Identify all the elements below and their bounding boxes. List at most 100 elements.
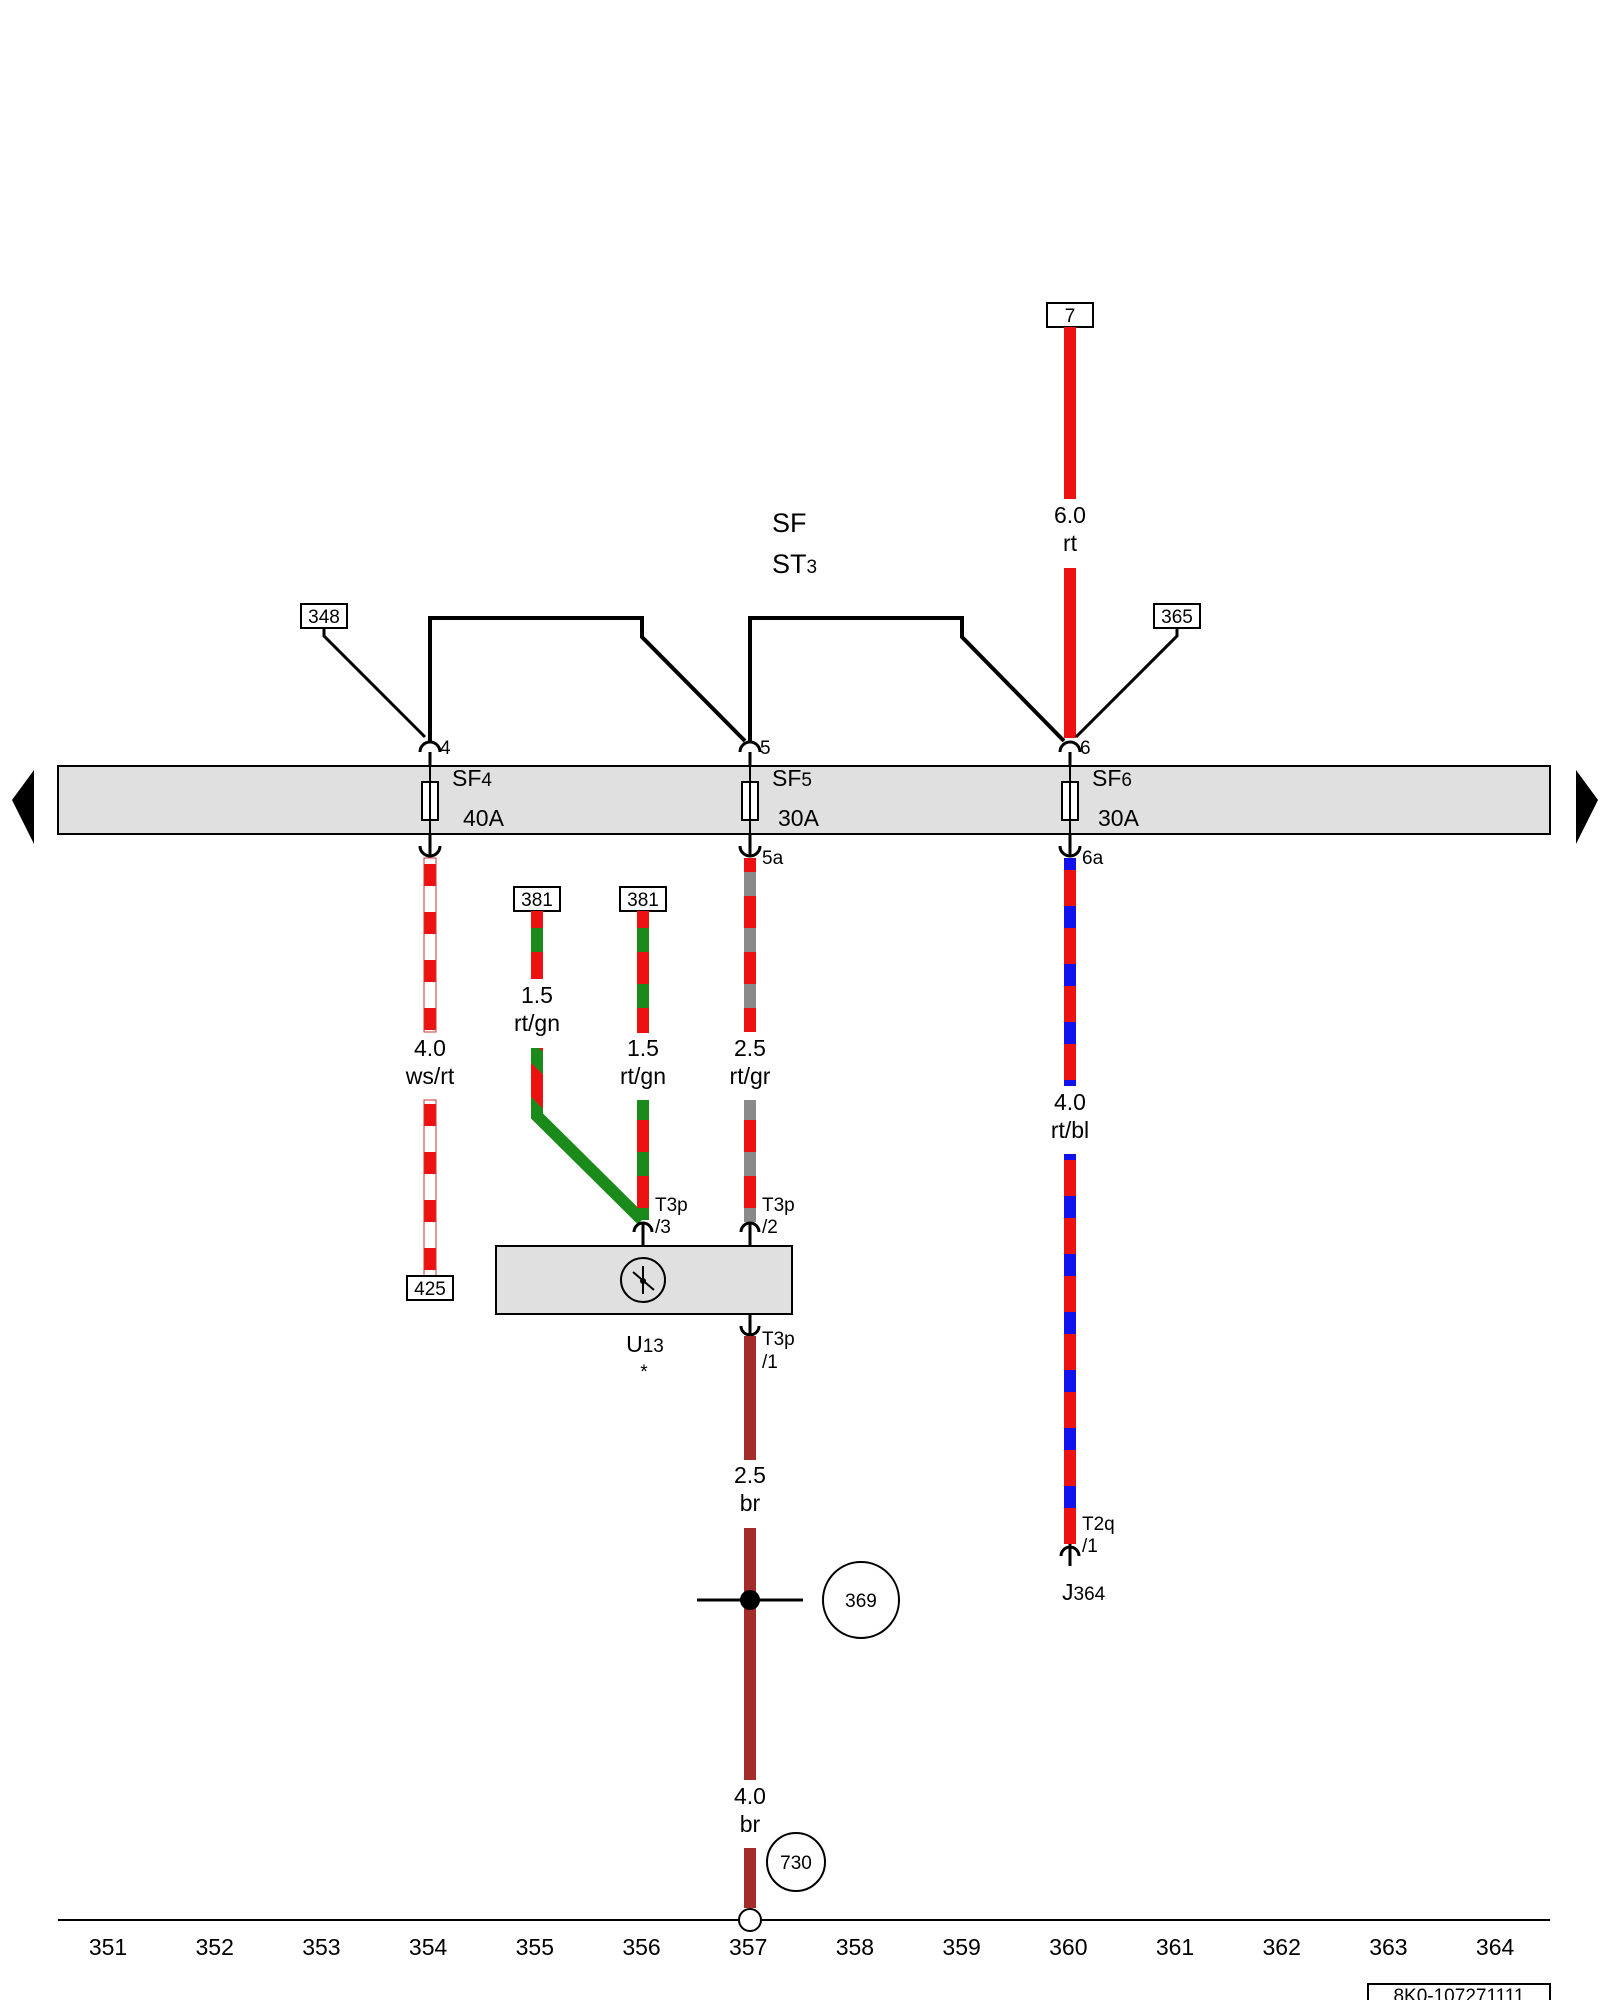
wire-rt-sf6-input-lower (1064, 568, 1076, 738)
wire-size-label: 2.5 (734, 1462, 766, 1488)
column-number-label: 362 (1263, 1934, 1301, 1960)
wire-size-label: 4.0 (414, 1035, 446, 1061)
fuse-rating: 30A (778, 805, 820, 831)
wire-color-label: rt/gr (730, 1063, 771, 1089)
group-label-st: ST3 (772, 549, 817, 579)
wire-color-label: ws/rt (405, 1063, 455, 1089)
wire-br-middle (744, 1528, 756, 1780)
fuse-name: SF4 (452, 765, 492, 791)
fuse-pin-out-label: 5a (762, 848, 784, 869)
pin-arc-icon (738, 740, 762, 753)
ref-box-381-right (619, 886, 667, 912)
fuse-panel (57, 765, 1551, 835)
socket-symbol-icon (620, 1257, 666, 1303)
wire-color-label: rt/gn (620, 1063, 666, 1089)
component-j364-label: J364 (1062, 1579, 1106, 1605)
connector-pin-label: /3 (655, 1217, 671, 1238)
group-label-sf: SF (772, 508, 807, 538)
splice-dot (740, 1590, 760, 1610)
bridge-line-sf4-sf5 (428, 616, 747, 743)
column-number-label: 353 (302, 1934, 340, 1960)
fuse-sf5: 5 5a SF5 30A (738, 738, 820, 869)
fuse-sf6: 6 6a SF6 30A (1058, 738, 1140, 869)
wire-ws-rt-upper (423, 857, 437, 1033)
wire-color-label: rt/gn (514, 1010, 560, 1036)
wire-size-label: 4.0 (1054, 1089, 1086, 1115)
ref-label-381-right: 381 (627, 890, 659, 911)
ref-label-365: 365 (1161, 607, 1193, 628)
ref-circle-369 (822, 1561, 900, 1639)
connector-label: T3p (762, 1195, 795, 1216)
doc-id-label: 8K0-107271111 (1393, 1986, 1524, 2000)
wire-rt-gr-upper (744, 858, 756, 1032)
wire-rt-sf6-input-upper (1064, 327, 1076, 499)
wire-br-lower (744, 1848, 756, 1908)
panel-right-arrow (1576, 770, 1598, 844)
wire-br-upper (744, 1336, 756, 1460)
column-number-label: 360 (1049, 1934, 1087, 1960)
wire-rt-gn-left-top (531, 911, 543, 979)
ground-terminal (738, 1908, 762, 1932)
wire-rt-bl-lower (1064, 1154, 1076, 1544)
column-number-label: 361 (1156, 1934, 1194, 1960)
column-number-label: 357 (729, 1934, 767, 1960)
connector-label: T3p (762, 1329, 795, 1350)
wire-size-label: 4.0 (734, 1783, 766, 1809)
panel-left-arrow (12, 770, 34, 844)
feed-line-365-sf6 (1074, 628, 1179, 739)
column-number-label: 355 (516, 1934, 554, 1960)
fuse-name: SF5 (772, 765, 812, 791)
ref-label-425: 425 (414, 1279, 446, 1300)
connector-pin-label: /1 (762, 1352, 778, 1373)
column-number-label: 363 (1369, 1934, 1407, 1960)
fuse-rating: 40A (463, 805, 505, 831)
fuse-pin-out-label: 6a (1082, 848, 1104, 869)
column-number-label: 351 (89, 1934, 127, 1960)
ref-box-381-left (513, 886, 561, 912)
ref-box-425 (406, 1275, 454, 1301)
connector-pin-label: /1 (1082, 1536, 1098, 1557)
column-number-label: 364 (1476, 1934, 1515, 1960)
wire-size-label: 1.5 (627, 1035, 659, 1061)
feed-line-348-sf4 (322, 628, 427, 739)
column-number-label: 358 (836, 1934, 874, 1960)
ref-label-369: 369 (845, 1591, 877, 1612)
wire-rt-gn-right-top (637, 911, 649, 1033)
column-number-label: 352 (196, 1934, 234, 1960)
ref-circle-730 (766, 1832, 826, 1892)
wire-rt-gn-right-bottom (637, 1100, 649, 1220)
ref-label-381-left: 381 (521, 890, 553, 911)
ref-label-7: 7 (1065, 306, 1076, 327)
wire-rt-bl-upper (1064, 858, 1076, 1086)
pin-arc-icon (1058, 740, 1082, 753)
component-u13-note: * (640, 1362, 648, 1383)
column-number-label: 359 (942, 1934, 980, 1960)
wire-size-label: 1.5 (521, 982, 553, 1008)
component-u13-label: U13 (626, 1331, 664, 1357)
wire-color-label: br (740, 1811, 761, 1837)
wire-color-label: rt/bl (1051, 1117, 1089, 1143)
ref-label-730: 730 (780, 1853, 812, 1874)
wire-ws-rt-lower (423, 1099, 437, 1277)
wire-color-label: br (740, 1490, 761, 1516)
socket-symbol-dot (640, 1278, 646, 1284)
connector-label: T3p (655, 1195, 688, 1216)
wire-size-label: 2.5 (734, 1035, 766, 1061)
wire-rt-gr-lower (744, 1100, 756, 1222)
wire-color-label: rt (1063, 530, 1078, 556)
connector-pin-label: /2 (762, 1217, 778, 1238)
bridge-line-sf5-sf6 (748, 616, 1066, 743)
doc-id-box (1367, 1983, 1551, 2000)
pin-arc-icon (418, 740, 442, 753)
column-number-label: 356 (622, 1934, 660, 1960)
fuse-pin-label: 6 (1080, 738, 1091, 759)
wire-size-label: 6.0 (1054, 502, 1086, 528)
fuse-pin-label: 5 (760, 738, 771, 759)
wire-rt-gn-left-diagonal (531, 1048, 647, 1225)
fuse-rating: 30A (1098, 805, 1140, 831)
fuse-name: SF6 (1092, 765, 1132, 791)
fuse-sf4: 4 SF4 40A (418, 738, 505, 858)
ref-label-348: 348 (308, 607, 340, 628)
